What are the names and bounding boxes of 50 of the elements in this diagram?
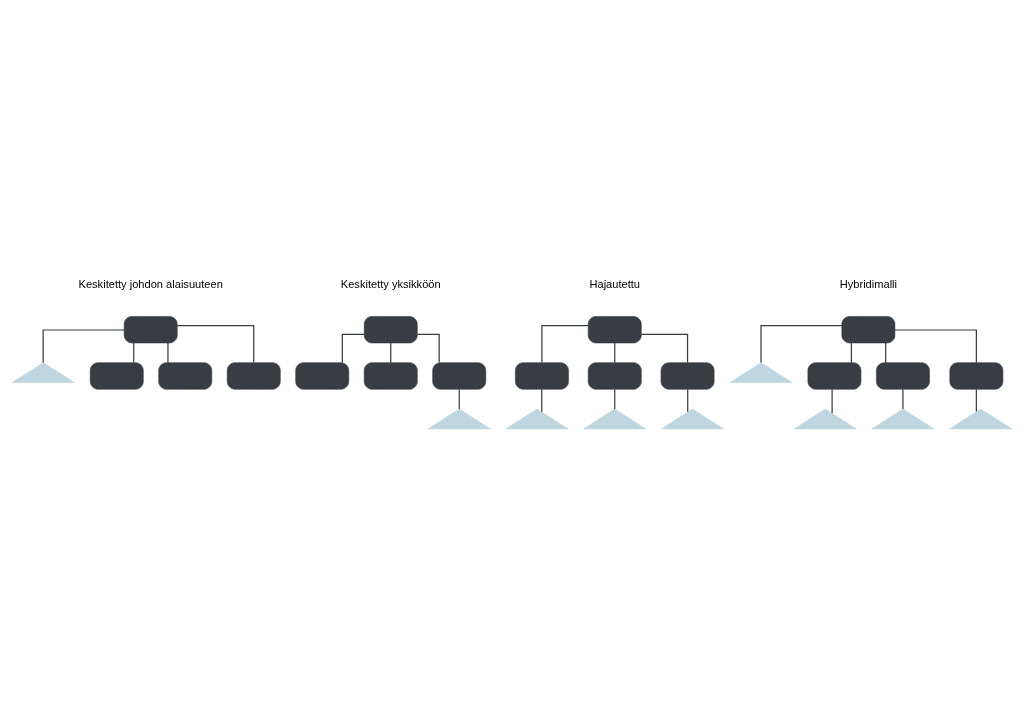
label: Keskitetty yksikköön xyxy=(340,277,441,290)
node-box xyxy=(363,361,418,390)
label: Hajautettu xyxy=(589,277,641,290)
connector xyxy=(541,324,589,363)
node-box xyxy=(660,361,715,390)
connector xyxy=(42,328,125,363)
node-box xyxy=(295,361,350,390)
node-box xyxy=(515,361,569,390)
node-triangle xyxy=(505,408,569,429)
node-box xyxy=(807,361,862,390)
node-box xyxy=(89,361,144,390)
label: Keskitetty johdon alaisuuteen xyxy=(78,277,223,290)
connector xyxy=(640,333,689,363)
node-triangle xyxy=(793,408,857,429)
connector xyxy=(416,333,440,363)
node-triangle xyxy=(427,408,491,429)
node-triangle xyxy=(583,408,647,429)
node-box xyxy=(949,361,1004,390)
connector xyxy=(885,341,887,363)
connector xyxy=(894,328,977,363)
connector xyxy=(902,388,904,410)
connector xyxy=(975,388,977,412)
node-box xyxy=(876,361,930,390)
node-box xyxy=(123,315,178,343)
node-triangle xyxy=(871,408,935,429)
connector xyxy=(167,341,169,363)
node-triangle xyxy=(949,408,1013,429)
connector xyxy=(831,388,833,414)
connector xyxy=(133,341,135,363)
node-box xyxy=(841,315,896,343)
node-box xyxy=(226,361,281,390)
node-box xyxy=(587,315,642,343)
node-triangle xyxy=(661,408,724,429)
connector xyxy=(541,388,543,412)
connector xyxy=(850,341,853,363)
node-box xyxy=(587,361,642,390)
node-box xyxy=(158,361,213,390)
connector xyxy=(760,324,843,363)
label: Hybridimalli xyxy=(839,277,898,290)
connector xyxy=(390,341,392,363)
node-box xyxy=(363,315,418,343)
node-triangle xyxy=(11,361,75,383)
connector xyxy=(341,333,365,363)
connector xyxy=(614,388,616,410)
connector xyxy=(614,341,616,363)
connector xyxy=(687,388,689,412)
node-triangle xyxy=(729,361,793,383)
connector xyxy=(176,324,255,363)
node-box xyxy=(432,361,487,390)
connector xyxy=(458,388,460,410)
